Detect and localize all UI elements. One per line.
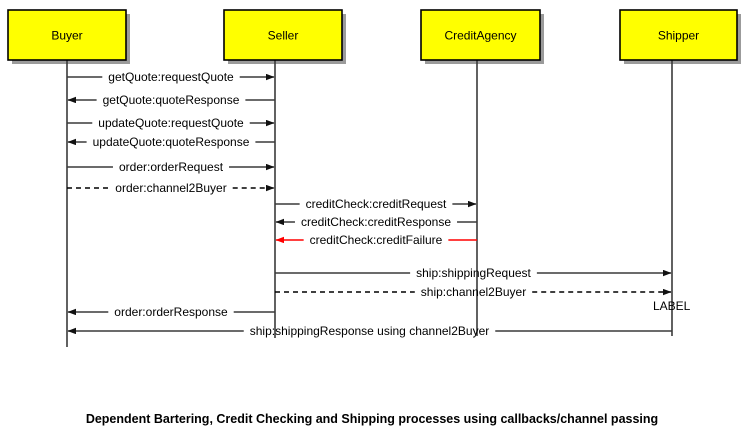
participant-label: CreditAgency — [444, 29, 516, 43]
message-label: ship:shippingRequest — [416, 266, 531, 280]
message-m7[interactable]: creditCheck:creditRequest — [275, 197, 477, 211]
participant-box[interactable] — [619, 9, 738, 61]
message-label: creditCheck:creditResponse — [301, 215, 451, 229]
message-label: order:orderRequest — [119, 160, 224, 174]
participant-shipper[interactable]: Shipper — [619, 9, 738, 61]
message-m13[interactable]: ship:shippingResponse using channel2Buye… — [67, 324, 672, 338]
message-m8[interactable]: creditCheck:creditResponse — [275, 215, 477, 229]
message-label: updateQuote:requestQuote — [98, 116, 244, 130]
message-label: ship:channel2Buyer — [421, 285, 526, 299]
end-labels: LABEL — [653, 299, 691, 313]
participant-seller[interactable]: Seller — [223, 9, 343, 61]
message-m2[interactable]: getQuote:quoteResponse — [67, 93, 275, 107]
message-m6[interactable]: order:channel2Buyer — [67, 181, 275, 195]
message-m1[interactable]: getQuote:requestQuote — [67, 70, 275, 84]
message-m9[interactable]: creditCheck:creditFailure — [275, 233, 477, 247]
messages: getQuote:requestQuote getQuote:quoteRespo… — [67, 70, 672, 338]
message-label: creditCheck:creditRequest — [306, 197, 447, 211]
participant-box[interactable] — [420, 9, 541, 61]
message-label: getQuote:quoteResponse — [103, 93, 240, 107]
participant-label: Shipper — [658, 29, 699, 43]
participant-box[interactable] — [7, 9, 127, 61]
participant-buyer[interactable]: Buyer — [7, 9, 127, 61]
diagram-caption: Dependent Bartering, Credit Checking and… — [85, 412, 659, 426]
participant-label: Seller — [268, 29, 299, 43]
message-label: updateQuote:quoteResponse — [93, 135, 250, 149]
message-label: order:channel2Buyer — [115, 181, 226, 195]
end-label: LABEL — [653, 299, 691, 313]
message-label: creditCheck:creditFailure — [310, 233, 443, 247]
participant-box[interactable] — [223, 9, 343, 61]
participant-creditagency[interactable]: CreditAgency — [420, 9, 541, 61]
message-m12[interactable]: order:orderResponse — [67, 305, 275, 319]
message-m11[interactable]: ship:channel2Buyer — [275, 285, 672, 299]
message-m4[interactable]: updateQuote:quoteResponse — [67, 135, 275, 149]
message-label: ship:shippingResponse using channel2Buye… — [250, 324, 490, 338]
message-label: order:orderResponse — [114, 305, 228, 319]
participant-label: Buyer — [51, 29, 82, 43]
participant-boxes: Buyer Seller CreditAgency Shipper — [7, 9, 738, 61]
message-label: getQuote:requestQuote — [108, 70, 234, 84]
message-m3[interactable]: updateQuote:requestQuote — [67, 116, 275, 130]
message-m10[interactable]: ship:shippingRequest — [275, 266, 672, 280]
message-m5[interactable]: order:orderRequest — [67, 160, 275, 174]
